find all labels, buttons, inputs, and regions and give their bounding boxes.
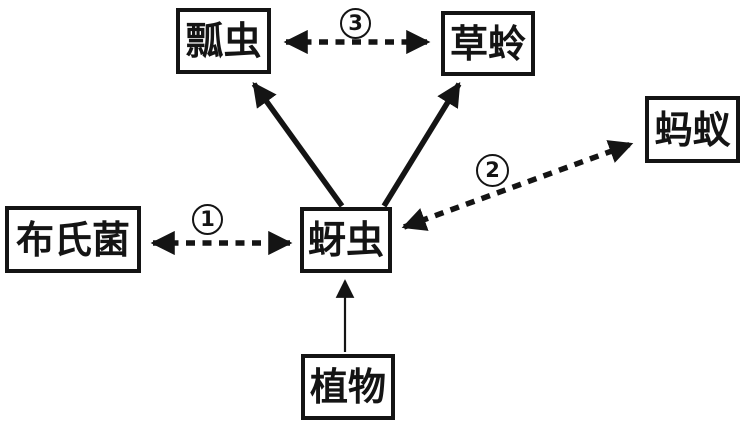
node-brucella-label: 布氏菌 (15, 217, 130, 262)
node-ant-label: 蚂蚁 (654, 107, 731, 152)
node-aphid-label: 蚜虫 (307, 218, 384, 262)
node-ladybug-label: 瓢虫 (185, 19, 262, 63)
edge-label-circle-2: 2 (476, 154, 509, 187)
arrow-aphid-to-ladybug (251, 82, 345, 208)
arrow-aphid-to-lacewing (381, 81, 462, 208)
edge-label-3: 3 (348, 11, 363, 35)
node-plant-label: 植物 (309, 365, 386, 409)
edge-label-2: 2 (485, 158, 500, 182)
edge-aphid-ant (401, 140, 634, 231)
node-lacewing: 草蛉 (441, 11, 535, 76)
edge-label-circle-3: 3 (340, 8, 371, 39)
node-ant: 蚂蚁 (645, 96, 740, 163)
node-aphid: 蚜虫 (300, 207, 392, 273)
node-plant: 植物 (301, 354, 395, 420)
edge-label-1: 1 (200, 207, 215, 231)
node-brucella: 布氏菌 (5, 206, 141, 273)
node-lacewing-label: 草蛉 (449, 21, 526, 66)
edge-label-circle-1: 1 (192, 204, 223, 235)
node-ladybug: 瓢虫 (176, 8, 271, 74)
